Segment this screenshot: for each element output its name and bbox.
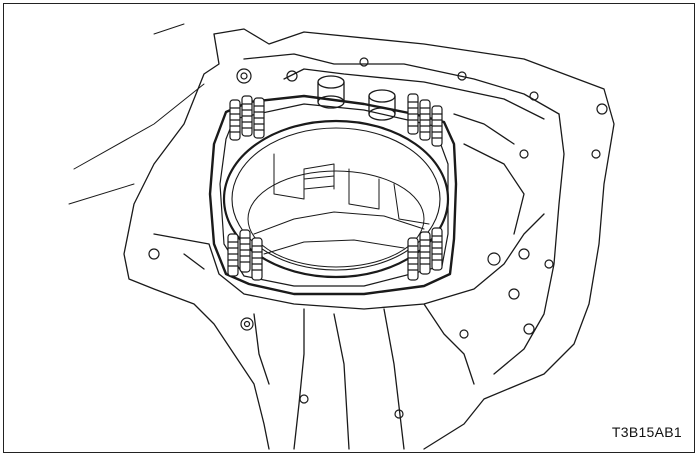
figure-code-label: T3B15AB1 bbox=[611, 424, 682, 440]
upper-bosses bbox=[317, 75, 396, 121]
case-outline bbox=[123, 28, 615, 450]
spring-group-bottom-left bbox=[227, 229, 263, 281]
spring-group-top-left bbox=[229, 95, 265, 141]
figure-frame: T3B15AB1 bbox=[3, 3, 695, 453]
spring-group-bottom-right bbox=[407, 227, 443, 281]
transaxle-line-drawing bbox=[68, 23, 615, 450]
background-housing-lines bbox=[68, 23, 205, 205]
bolt-holes bbox=[148, 57, 608, 419]
gasket-inner-outline bbox=[219, 103, 449, 287]
bearing-bore bbox=[222, 119, 450, 279]
gasket-outline bbox=[208, 94, 458, 296]
spring-group-top-right bbox=[407, 93, 443, 147]
